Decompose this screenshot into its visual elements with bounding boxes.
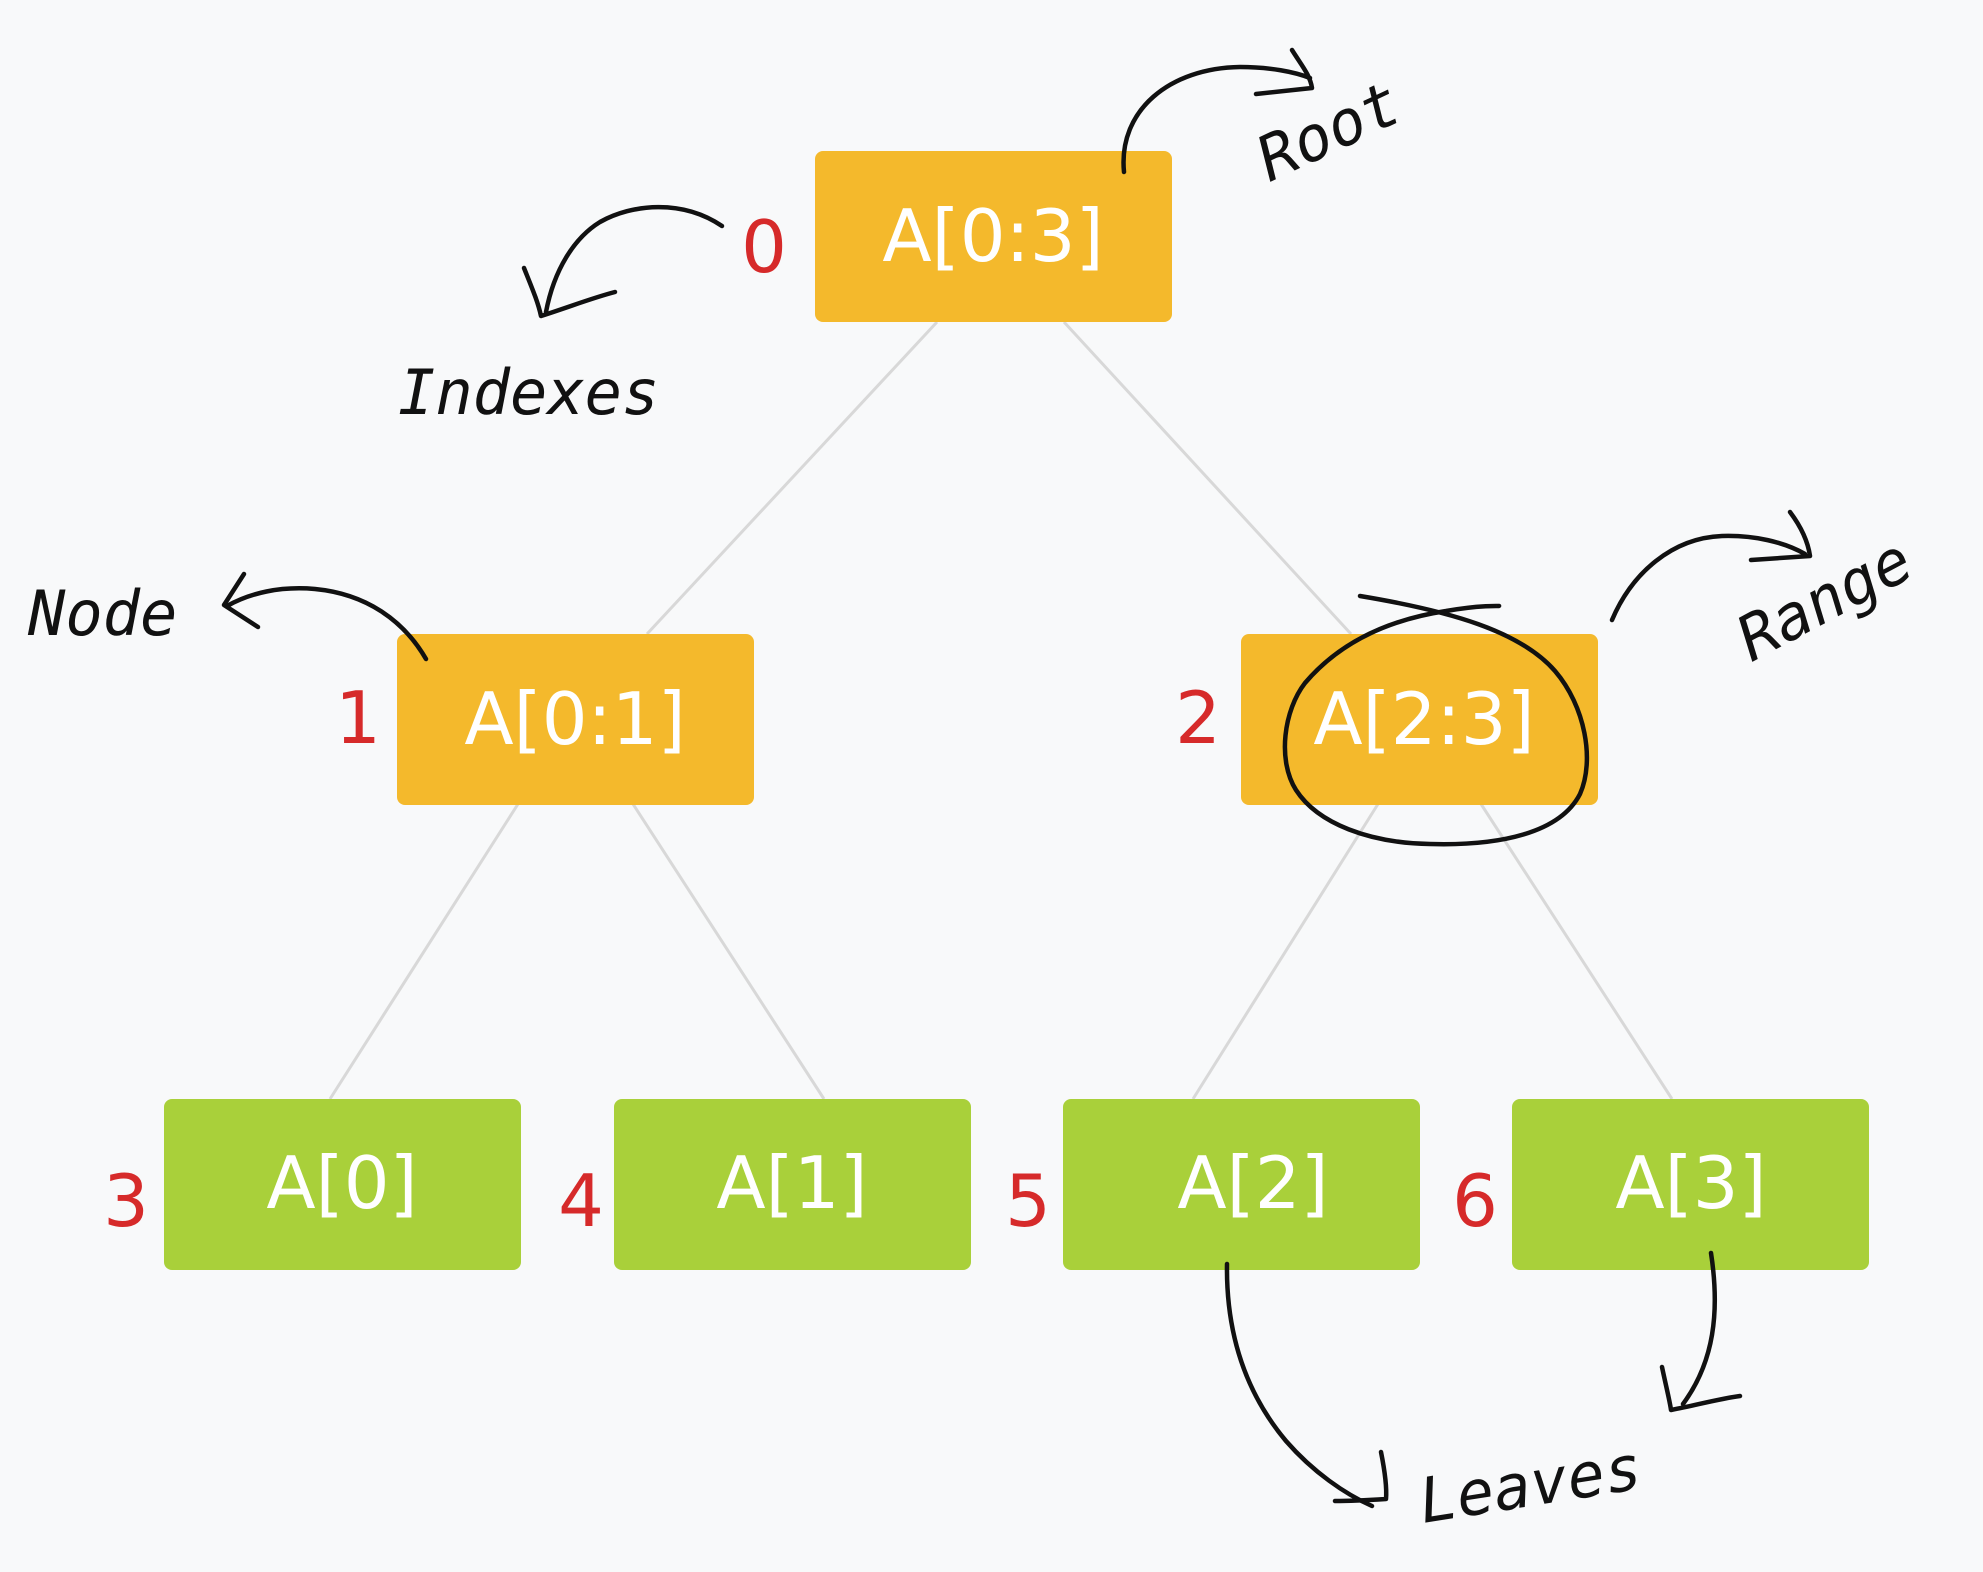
- node-box: [1063, 1099, 1420, 1270]
- range-arrow-icon: [1609, 533, 1808, 623]
- node-label: A[0:1]: [464, 677, 685, 761]
- tree-node-1: A[0:1] 1: [335, 634, 754, 805]
- root-label: Root: [1245, 66, 1411, 195]
- leaves-arrow-right-icon: [1680, 1250, 1718, 1407]
- tree-node-6: A[3] 6: [1452, 1099, 1869, 1270]
- edge-2-6: [1479, 803, 1674, 1100]
- node-label: A[0]: [266, 1141, 417, 1225]
- indexes-arrow-icon: [543, 204, 725, 315]
- annotation-indexes: Indexes: [398, 204, 725, 429]
- node-annotation-label: Node: [27, 577, 177, 650]
- annotation-node: Node: [27, 571, 429, 662]
- tree-node-2: A[2:3] 2: [1175, 634, 1598, 805]
- node-box: [1512, 1099, 1869, 1270]
- edge-0-2: [1062, 320, 1353, 636]
- node-index: 6: [1452, 1159, 1498, 1243]
- node-box: [164, 1099, 521, 1270]
- node-label: A[2]: [1177, 1141, 1328, 1225]
- leaves-arrow-left-icon: [1224, 1261, 1375, 1509]
- range-label: Range: [1725, 523, 1924, 675]
- node-arrowhead-icon: [221, 571, 261, 630]
- range-arrowhead-icon: [1748, 509, 1813, 563]
- tree-node-4: A[1] 4: [558, 1099, 971, 1270]
- edge-1-4: [631, 803, 826, 1100]
- node-index: 2: [1175, 676, 1221, 760]
- leaves-arrowhead-right-icon: [1659, 1364, 1743, 1413]
- node-label: A[2:3]: [1313, 677, 1534, 761]
- node-index: 4: [558, 1159, 604, 1243]
- node-box: [1241, 634, 1598, 805]
- node-index: 5: [1005, 1159, 1051, 1243]
- root-arrow-icon: [1121, 64, 1313, 175]
- tree-node-0: A[0:3] 0: [741, 151, 1172, 322]
- node-arrow-icon: [224, 586, 429, 662]
- node-label: A[3]: [1615, 1141, 1766, 1225]
- indexes-arrowhead-icon: [521, 265, 618, 319]
- root-arrowhead-icon: [1253, 47, 1315, 97]
- node-box: [397, 634, 754, 805]
- node-label: A[0:3]: [882, 194, 1103, 278]
- leaves-arrowhead-left-icon: [1332, 1449, 1389, 1504]
- annotation-leaves: Leaves: [1224, 1250, 1743, 1538]
- tree-node-5: A[2] 5: [1005, 1099, 1420, 1270]
- node-index: 0: [741, 205, 787, 289]
- edge-0-1: [645, 320, 939, 636]
- indexes-label: Indexes: [398, 356, 659, 429]
- tree-edges: [328, 320, 1674, 1100]
- range-circle-icon: [1282, 593, 1590, 847]
- leaves-label: Leaves: [1414, 1431, 1647, 1538]
- node-index: 3: [103, 1159, 149, 1243]
- node-index: 1: [335, 676, 381, 760]
- node-box: [614, 1099, 971, 1270]
- edge-2-5: [1191, 803, 1380, 1100]
- node-box: [815, 151, 1172, 322]
- tree-node-3: A[0] 3: [103, 1099, 521, 1270]
- node-label: A[1]: [716, 1141, 867, 1225]
- edge-1-3: [328, 803, 520, 1100]
